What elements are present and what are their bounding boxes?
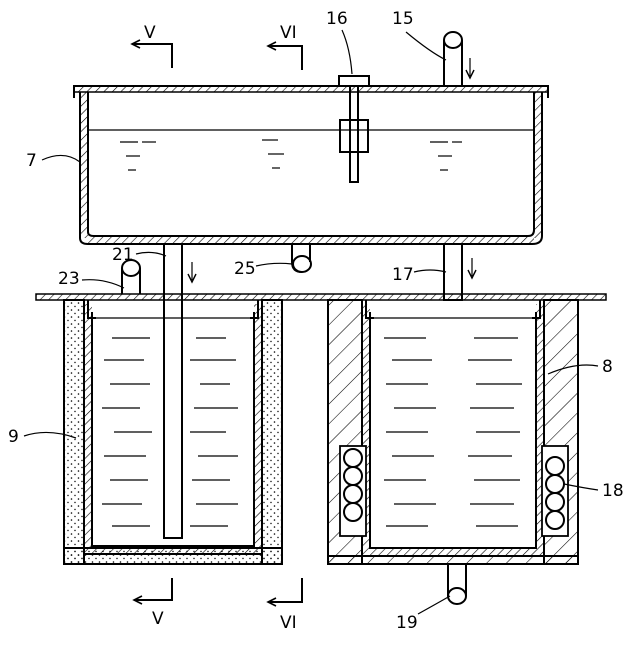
- svg-text:7: 7: [26, 151, 37, 171]
- svg-text:17: 17: [392, 265, 414, 285]
- svg-text:8: 8: [602, 357, 613, 377]
- label-15: 15: [392, 9, 446, 60]
- svg-text:16: 16: [326, 9, 348, 29]
- svg-text:19: 19: [396, 613, 418, 633]
- section-mark-v-top: V: [132, 23, 172, 68]
- label-16: 16: [326, 9, 352, 74]
- drop-pipe-left: [164, 244, 196, 538]
- section-mark-vi-bottom: VI: [268, 578, 302, 633]
- section-mark-vi-top: VI: [268, 23, 302, 70]
- section-mark-v-bottom: V: [134, 578, 172, 629]
- svg-text:9: 9: [8, 427, 19, 447]
- svg-text:21: 21: [112, 245, 134, 265]
- right-vessel: [328, 300, 578, 564]
- drain-pipe: [448, 564, 466, 604]
- deck-plate: [36, 294, 606, 300]
- svg-text:V: V: [152, 609, 164, 629]
- left-vessel: [64, 300, 282, 564]
- svg-text:V: V: [144, 23, 156, 43]
- coil-tubes: [340, 446, 568, 536]
- svg-text:VI: VI: [280, 23, 297, 43]
- upper-outlet-pipe: [292, 244, 311, 272]
- label-19: 19: [396, 596, 450, 633]
- svg-text:25: 25: [234, 259, 256, 279]
- label-23: 23: [58, 269, 124, 289]
- label-25: 25: [234, 259, 292, 279]
- svg-text:23: 23: [58, 269, 80, 289]
- left-top-pipe: [122, 260, 140, 294]
- svg-text:15: 15: [392, 9, 414, 29]
- label-21: 21: [112, 245, 166, 265]
- inlet-pipe: [444, 32, 474, 86]
- svg-text:18: 18: [602, 481, 624, 501]
- upper-tank: [74, 86, 548, 244]
- svg-text:VI: VI: [280, 613, 297, 633]
- label-7: 7: [26, 151, 80, 171]
- drop-pipe-right: [444, 244, 476, 300]
- label-17: 17: [392, 265, 446, 285]
